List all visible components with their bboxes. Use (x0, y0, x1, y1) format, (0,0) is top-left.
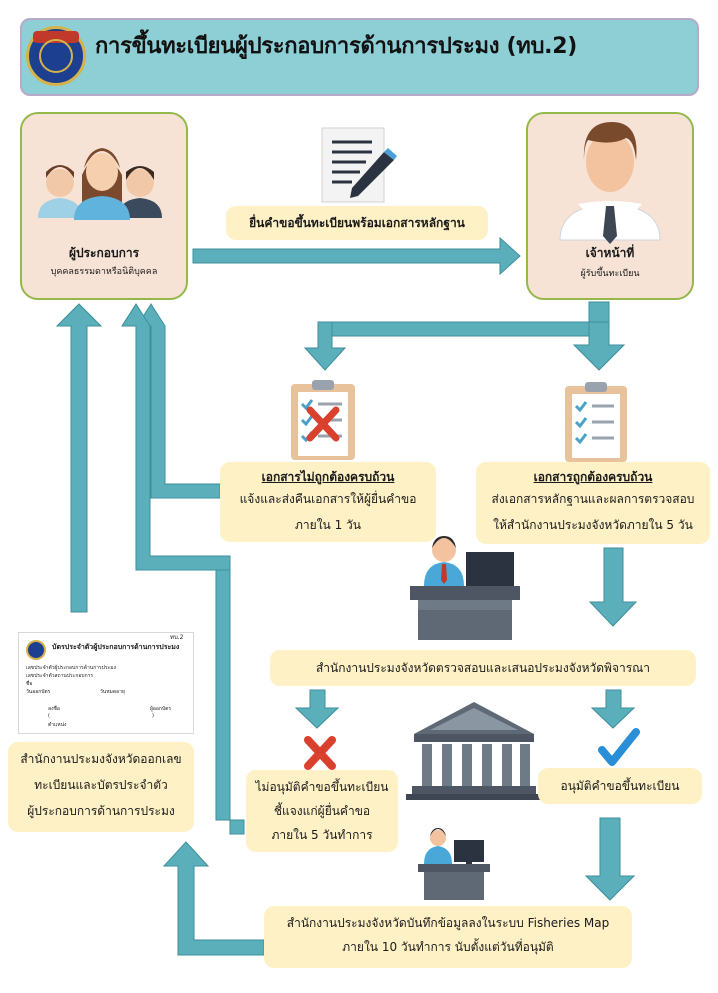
arrow-reject-return-left (121, 303, 231, 571)
reject-line1: ไม่อนุมัติคำขอขึ้นทะเบียน (255, 780, 389, 794)
arrow-record-return (162, 841, 265, 956)
incomplete-title: เอกสารไม่ถูกต้องครบถ้วน (261, 470, 395, 484)
card-code: ทบ.2 (170, 634, 184, 641)
complete-line1: ส่งเอกสารหลักฐานและผลการตรวจสอบ (491, 492, 695, 506)
department-seal-icon (26, 26, 86, 86)
issue-line1: สำนักงานประมงจังหวัดออกเลข (20, 752, 182, 766)
record-line1: สำนักงานประมงจังหวัดบันทึกข้อมูลลงในระบบ… (286, 916, 610, 930)
card-paren1: ( (48, 713, 50, 719)
complete-title: เอกสารถูกต้องครบถ้วน (533, 470, 653, 484)
card-seal-icon (26, 640, 46, 660)
arrow-to-incomplete (303, 321, 347, 371)
card-position: ตำแหน่ง (48, 722, 67, 728)
issue-line3: ผู้ประกอบการด้านการประมง (27, 804, 175, 818)
arrow-complete-to-review (588, 547, 638, 627)
card-row2: เลขประจำตัวสถานประกอบการ (26, 673, 94, 679)
card-row1: เลขประจำตัวผู้ประกอบการด้านการประมง (26, 665, 117, 671)
card-title: บัตรประจำตัวผู้ประกอบการด้านการประมง (52, 643, 180, 651)
card-paren2: ) (152, 713, 154, 719)
arrow-review-to-reject (294, 689, 340, 729)
issue-line2: ทะเบียนและบัตรประจำตัว (34, 778, 168, 792)
officer-subtitle: ผู้รับขึ้นทะเบียน (580, 269, 640, 279)
reject-box (246, 770, 398, 852)
applicant-title: ผู้ประกอบการ (68, 246, 140, 260)
approve-box: อนุมัติคำขอขึ้นทะเบียน (538, 768, 702, 804)
complete-line2: ให้สำนักงานประมงจังหวัดภายใน 5 วัน (493, 518, 693, 532)
header-banner (20, 18, 699, 96)
card-row4b: วันหมดอายุ (100, 689, 125, 695)
reject-line2: ชี้แจงแก่ผู้ยื่นคำขอ (273, 804, 371, 818)
arrow-review-to-approve (590, 689, 636, 729)
record-box (264, 906, 632, 968)
complete-box (476, 462, 710, 544)
reject-line3: ภายใน 5 วันทำการ (271, 828, 373, 842)
fisheries-id-card (18, 632, 194, 734)
card-row4a: วันออกบัตร (26, 689, 51, 695)
card-sign2: ผู้ออกบัตร (150, 706, 172, 712)
incomplete-box (220, 462, 436, 542)
page-title: การขึ้นทะเบียนผู้ประกอบการด้านการประมง (… (95, 34, 577, 59)
record-line2: ภายใน 10 วันทำการ นับตั้งแต่วันที่อนุมัต… (342, 940, 554, 954)
card-sign1: ลงชื่อ (48, 706, 60, 712)
incomplete-line2: ภายใน 1 วัน (295, 518, 361, 532)
card-row3: ชื่อ (26, 681, 33, 687)
review-box: สำนักงานประมงจังหวัดตรวจสอบและเสนอประมงจ… (270, 650, 696, 686)
arrow-to-complete (572, 321, 626, 371)
applicant-subtitle: บุคคลธรรมดาหรือนิติบุคคล (50, 267, 158, 277)
arrow-issue-up (55, 303, 103, 613)
officer-title: เจ้าหน้าที่ (585, 246, 635, 260)
arrow-submit (192, 236, 521, 276)
submit-label: ยื่นคำขอขึ้นทะเบียนพร้อมเอกสารหลักฐาน (226, 206, 488, 240)
issue-box (8, 742, 194, 832)
arrow-approve-to-record (584, 817, 636, 901)
incomplete-line1: แจ้งและส่งคืนเอกสารให้ผู้ยื่นคำขอ (239, 492, 417, 506)
